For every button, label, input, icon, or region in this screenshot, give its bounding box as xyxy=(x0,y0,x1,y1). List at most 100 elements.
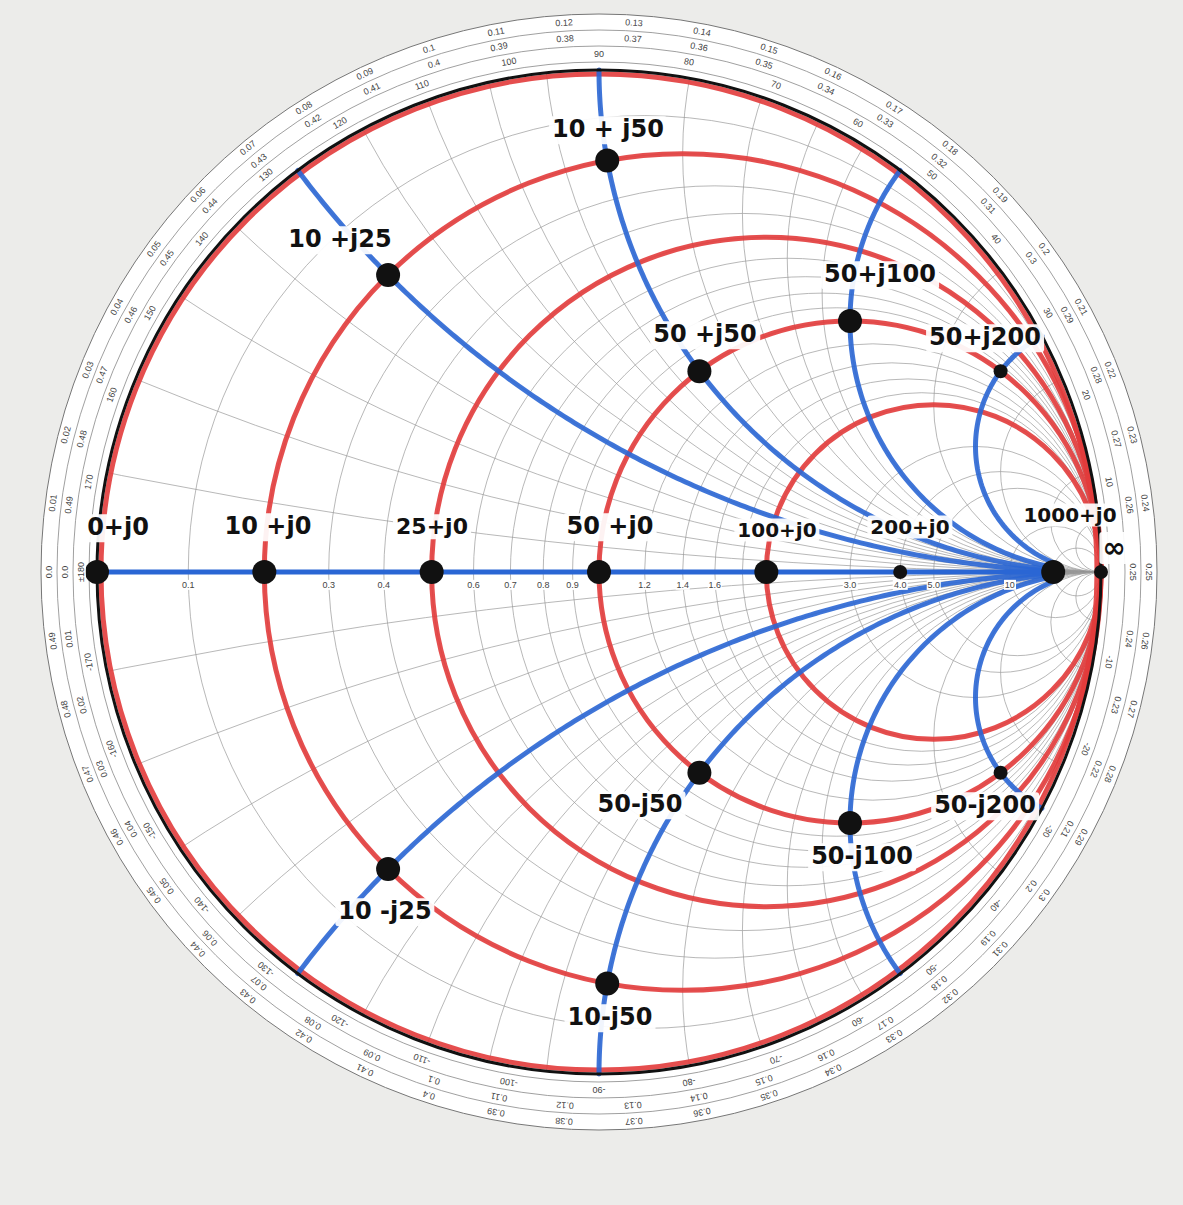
angle-label: -140 xyxy=(192,894,213,916)
label-anchor: 0.04 xyxy=(108,296,126,318)
label-anchor: 0.6 xyxy=(466,580,481,590)
label-anchor: 0.38 xyxy=(554,1115,574,1127)
impedance-label: 50-j200 xyxy=(931,792,1039,820)
angle-label: 110 xyxy=(412,78,431,93)
impedance-label: 10 +j0 xyxy=(222,513,315,541)
impedance-label: 10 -j25 xyxy=(335,898,434,926)
wavelength-load-label: 0.08 xyxy=(302,1013,324,1032)
wavelength-load-label: 0.29 xyxy=(1058,304,1076,326)
label-anchor: 0.7 xyxy=(503,580,518,590)
impedance-label: 50+j100 xyxy=(821,261,939,289)
label-anchor: -110 xyxy=(411,1051,433,1067)
resistance-value: 0.8 xyxy=(536,580,551,590)
label-anchor: 0.29 xyxy=(1072,826,1090,848)
blue-reactance-arc xyxy=(298,170,1053,570)
label-anchor: 110 xyxy=(412,78,431,93)
wavelength-generator-label: 0.41 xyxy=(354,1061,376,1079)
wavelength-load-label: 0.31 xyxy=(978,196,999,217)
label-anchor: 0.39 xyxy=(488,41,509,55)
label-anchor: 0.27 xyxy=(1124,698,1139,719)
label-anchor: 0.34 xyxy=(822,1061,844,1079)
wavelength-load-label: 0.36 xyxy=(688,41,709,55)
label-anchor: 0.22 xyxy=(1087,758,1104,780)
wavelength-generator-label: 0.37 xyxy=(623,1115,643,1127)
wavelength-load-label: 0.28 xyxy=(1087,364,1104,386)
label-anchor: -50 xyxy=(923,960,941,978)
label-anchor: -60 xyxy=(849,1012,867,1028)
label-anchor: 0.44 xyxy=(199,196,220,217)
impedance-point xyxy=(687,359,711,383)
blue-real-axis xyxy=(97,570,1053,575)
impedance-label: 200+j0 xyxy=(867,516,952,539)
wavelength-load-label: 0.24 xyxy=(1122,629,1135,650)
label-anchor: 0.11 xyxy=(489,1090,509,1104)
label-anchor: 0.23 xyxy=(1124,424,1139,445)
label-anchor: 100+j0 xyxy=(734,519,819,542)
wavelength-generator-label: 0.1 xyxy=(421,42,438,56)
label-anchor: 170 xyxy=(82,473,95,492)
label-anchor: 80 xyxy=(682,56,696,68)
resistance-value: 0.3 xyxy=(321,580,336,590)
wavelength-generator-label: 0.22 xyxy=(1102,359,1119,381)
label-anchor: ∞ xyxy=(1099,532,1128,564)
label-anchor: 0.33 xyxy=(883,1027,905,1046)
wavelength-load-label: 0.45 xyxy=(157,247,177,269)
impedance-label: 10 + j50 xyxy=(549,116,667,144)
wavelength-load-label: 0.33 xyxy=(874,112,896,131)
label-anchor: 0.26 xyxy=(1138,631,1151,652)
wavelength-generator-label: 0.09 xyxy=(354,66,376,84)
label-anchor: -170 xyxy=(82,651,96,673)
label-anchor: 0.06 xyxy=(199,927,220,948)
label-anchor: 160 xyxy=(104,385,120,405)
wavelength-load-label: 0.12 xyxy=(555,1099,575,1111)
label-anchor: 50 +j50 xyxy=(650,321,760,349)
label-anchor: 50+j200 xyxy=(926,324,1044,352)
impedance-point xyxy=(376,857,400,881)
wavelength-generator-label: 0.46 xyxy=(108,826,126,848)
label-anchor: 0.03 xyxy=(79,359,96,381)
blue-reactance-arc xyxy=(298,573,1053,973)
wavelength-generator-label: 0.38 xyxy=(554,1115,574,1127)
reactance-arc xyxy=(474,572,1183,1205)
impedance-label: ∞ xyxy=(1099,532,1128,564)
wavelength-load-label: 0.26 xyxy=(1122,495,1135,516)
reactance-arc xyxy=(0,572,1183,1205)
label-anchor: 0.42 xyxy=(302,112,324,131)
wavelength-load-label: 0.47 xyxy=(94,364,111,386)
wavelength-load-label: 0.41 xyxy=(361,80,383,98)
label-anchor: 0.0 xyxy=(60,565,70,580)
angle-label: -60 xyxy=(849,1012,867,1028)
angle-label: -50 xyxy=(923,960,941,978)
angle-label: -10 xyxy=(1103,654,1116,671)
impedance-point xyxy=(754,560,778,584)
label-anchor: 30 xyxy=(1040,305,1055,321)
impedance-point xyxy=(1094,565,1108,579)
wavelength-generator-label: 0.2 xyxy=(1036,240,1053,258)
wavelength-generator-label: 0.23 xyxy=(1124,424,1139,445)
impedance-point xyxy=(838,811,862,835)
angle-label: -110 xyxy=(411,1051,433,1067)
label-anchor: 0.31 xyxy=(989,938,1010,959)
label-anchor: 0.1 xyxy=(425,1073,442,1087)
label-anchor: 0.49 xyxy=(47,631,60,652)
label-anchor: 0.1 xyxy=(421,42,438,56)
label-anchor: 0.24 xyxy=(1122,629,1135,650)
impedance-label: 0+j0 xyxy=(84,514,152,542)
impedance-point xyxy=(994,766,1008,780)
impedance-label: 10-j50 xyxy=(565,1004,656,1032)
scale-ring xyxy=(73,46,1125,1098)
resistance-value: 3.0 xyxy=(843,580,858,590)
label-anchor: 0.37 xyxy=(622,33,642,45)
impedance-point xyxy=(893,565,907,579)
label-anchor: 0.14 xyxy=(691,25,712,39)
wavelength-generator-label: 0.24 xyxy=(1138,493,1151,514)
angle-label: -20 xyxy=(1078,740,1093,758)
angle-label: -30 xyxy=(1039,822,1055,840)
angle-label: 90 xyxy=(593,49,605,59)
angle-label: -160 xyxy=(104,738,121,760)
label-anchor: 0.26 xyxy=(1122,495,1135,516)
wavelength-generator-label: 0.39 xyxy=(485,1105,506,1119)
impedance-label: 50-j50 xyxy=(595,791,686,819)
wavelength-load-label: 0.4 xyxy=(425,57,442,71)
wavelength-load-label: 0.44 xyxy=(199,196,220,217)
